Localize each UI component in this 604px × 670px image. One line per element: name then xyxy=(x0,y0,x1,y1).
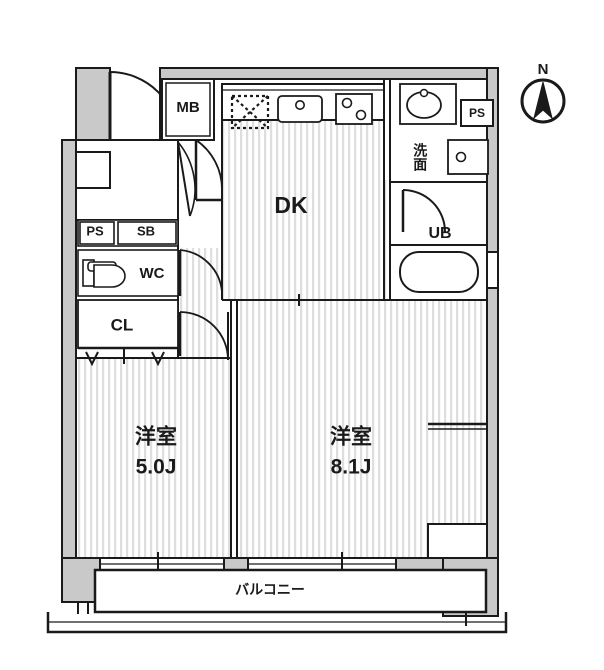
room-label-balcony: バルコニー xyxy=(235,582,305,598)
bath-door-swing-arc xyxy=(402,189,446,233)
ps-left-box xyxy=(79,221,115,245)
room-label-mb: MB xyxy=(176,99,199,116)
entrance-area xyxy=(75,71,179,221)
vanity-basin-icon xyxy=(447,139,489,175)
balcony-area xyxy=(46,568,508,634)
dk-door-swing-arc xyxy=(195,139,223,191)
south-windows xyxy=(99,552,397,576)
bedroom-right-closet xyxy=(427,422,488,559)
bedroom-partition xyxy=(230,299,238,559)
service-core xyxy=(75,219,179,367)
room-label-ps-left: PS xyxy=(86,223,104,238)
bathtub-icon xyxy=(399,251,479,293)
room-label-sb: SB xyxy=(137,223,155,238)
room-label-ps-right: PS xyxy=(469,106,485,120)
interior-doors xyxy=(177,139,229,361)
floor-hatching xyxy=(76,120,487,558)
bedroom-left-name: 洋室 xyxy=(135,425,177,449)
bedroom-right-area: 8.1J xyxy=(331,456,372,479)
bedroom-right-name: 洋室 xyxy=(330,425,372,449)
ps-right-box xyxy=(460,99,494,127)
stove-icon xyxy=(335,93,373,125)
room-labels: DK MB PS SB WC CL 洗面 PS UB バルコニー xyxy=(86,99,485,598)
bedroom-labels: 洋室 5.0J 洋室 8.1J xyxy=(135,425,372,479)
compass-rose: N xyxy=(520,61,566,124)
room-label-ub: UB xyxy=(428,225,451,242)
room-label-cl: CL xyxy=(111,315,134,334)
kitchen-sink-icon xyxy=(277,95,323,123)
sb-box xyxy=(117,221,177,245)
compass-needle xyxy=(533,81,553,120)
washroom-area xyxy=(389,78,494,183)
wc-door-swing-arc xyxy=(179,249,223,293)
unit-bath-area xyxy=(389,181,499,301)
bedroom-left-area: 5.0J xyxy=(136,456,177,479)
toilet-icon xyxy=(82,259,126,288)
room-label-wc: WC xyxy=(140,265,165,282)
compass-north-label: N xyxy=(538,61,549,78)
room-label-dk: DK xyxy=(274,192,308,218)
bedroom-top-wall xyxy=(76,294,487,359)
meter-box xyxy=(161,78,215,141)
refrigerator-space-icon xyxy=(230,94,270,130)
closet-folding-door-marks xyxy=(85,348,165,367)
kitchen-counter xyxy=(221,83,385,130)
room-label-washroom: 洗面 xyxy=(412,142,428,172)
